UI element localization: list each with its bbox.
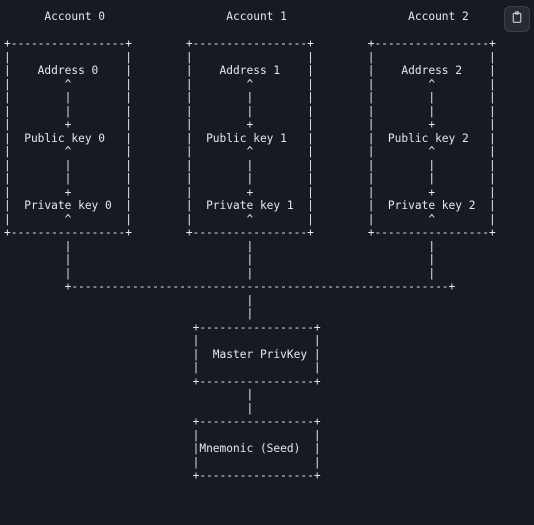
- clipboard-icon: [511, 10, 523, 28]
- copy-button[interactable]: [504, 6, 530, 32]
- ascii-diagram: Account 0 Account 1 Account 2 +---------…: [4, 10, 496, 482]
